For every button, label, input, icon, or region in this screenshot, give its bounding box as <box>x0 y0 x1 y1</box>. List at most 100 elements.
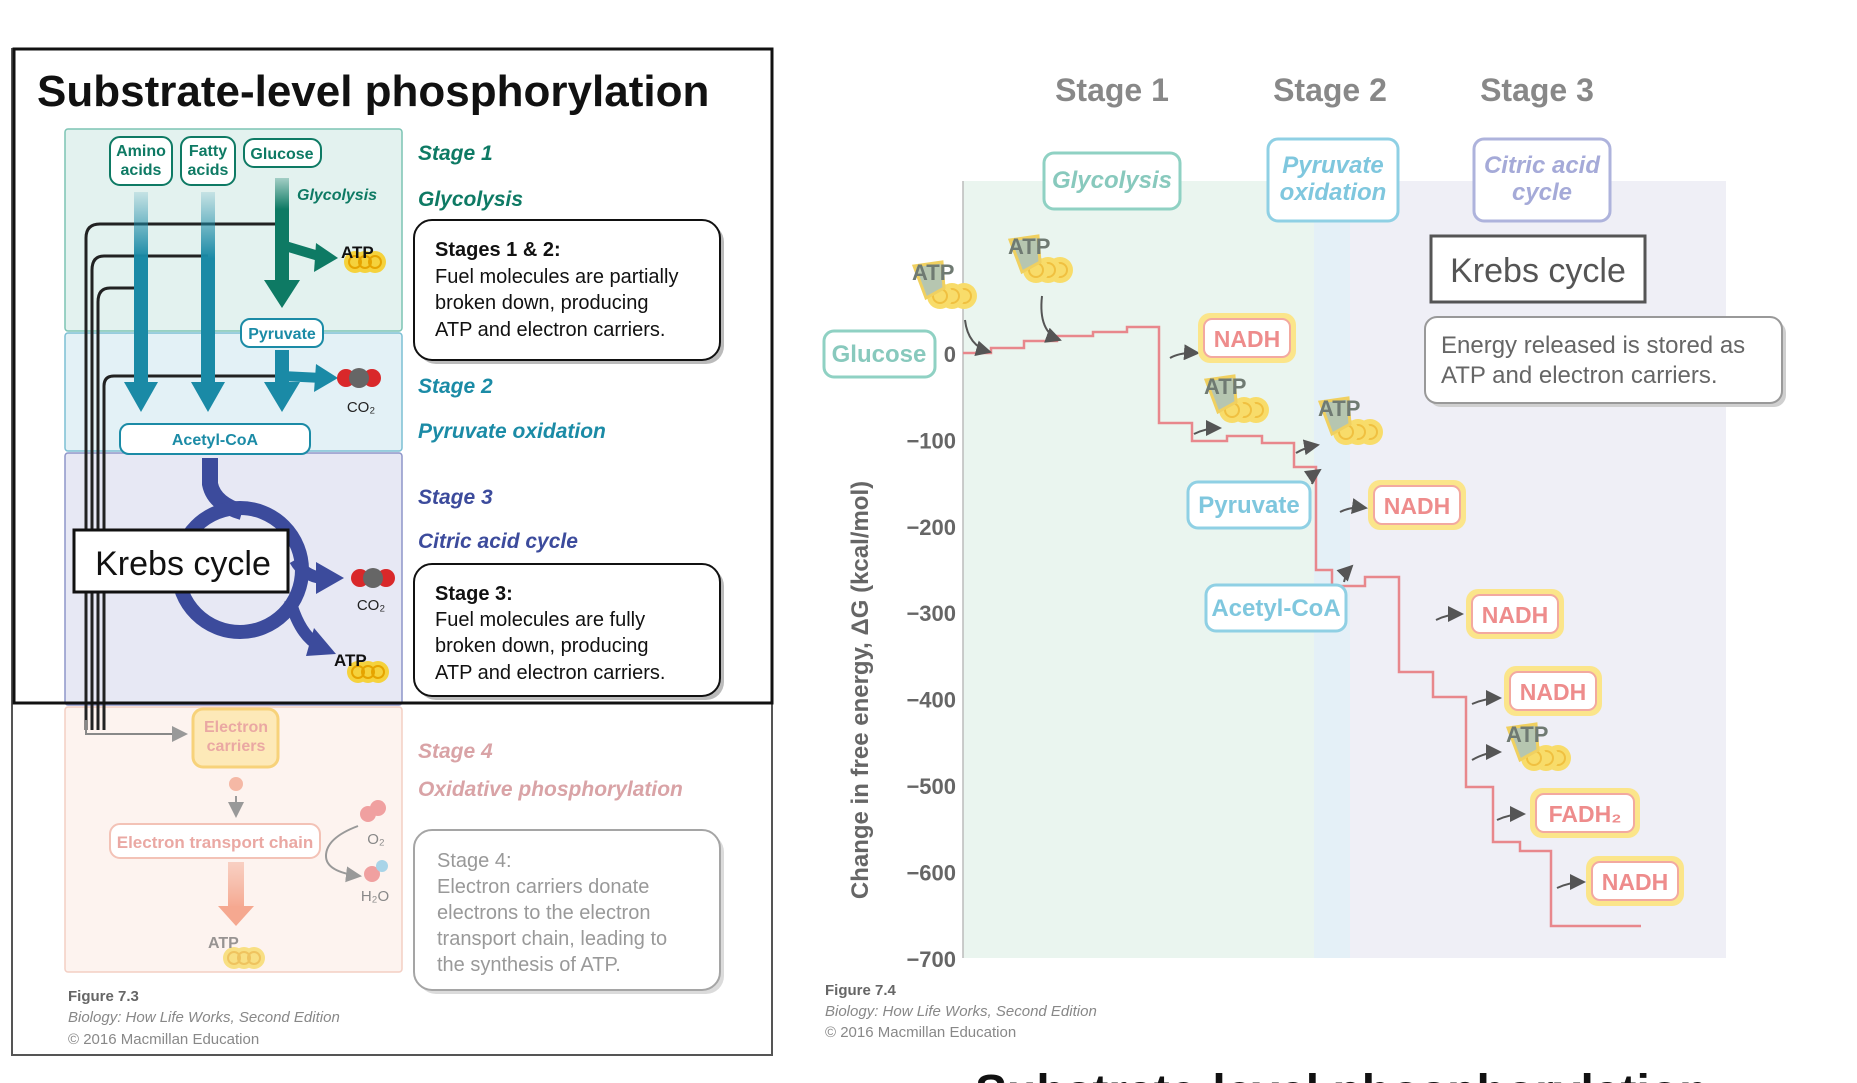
nadh-badge-2: NADH <box>1368 480 1466 530</box>
stage1-label: Stage 1 <box>418 142 493 165</box>
stage2-label: Stage 2 <box>418 375 493 398</box>
nadh-badge-1: NADH <box>1198 313 1296 363</box>
svg-text:transport chain, leading to: transport chain, leading to <box>437 928 667 950</box>
svg-text:the synthesis of ATP.: the synthesis of ATP. <box>437 954 621 976</box>
pyruvate-oxidation-box: Pyruvate oxidation <box>1266 137 1400 223</box>
svg-text:cycle: cycle <box>1512 179 1572 206</box>
stage3-header: Stage 3 <box>1480 72 1594 108</box>
svg-text:Fuel molecules are fully: Fuel molecules are fully <box>435 609 645 631</box>
atp-badge-4: ATP <box>1317 396 1383 445</box>
glycolysis-box: Glycolysis <box>1042 151 1182 211</box>
atp-icon-stage4: ATP <box>208 935 265 969</box>
atp-icon-stage3: ATP <box>334 651 389 683</box>
svg-text:Acetyl-CoA: Acetyl-CoA <box>1211 595 1340 622</box>
svg-text:© 2016 Macmillan Education: © 2016 Macmillan Education <box>825 1024 1016 1041</box>
return-lines <box>84 222 275 742</box>
fuel-fatty-acids: Fatty acids <box>180 136 236 186</box>
svg-text:Pyruvate: Pyruvate <box>1282 152 1383 179</box>
electron-dot <box>229 777 243 791</box>
atp-badge-1: ATP <box>911 260 977 309</box>
svg-text:acids: acids <box>188 162 229 179</box>
svg-text:NADH: NADH <box>1602 869 1668 895</box>
svg-text:ATP and electron carriers.: ATP and electron carriers. <box>435 662 665 684</box>
free-energy-staircase <box>963 325 1641 928</box>
svg-text:ATP: ATP <box>1318 396 1360 421</box>
svg-text:Stages 1 & 2:: Stages 1 & 2: <box>435 239 561 261</box>
glycolysis-region <box>963 181 1314 958</box>
svg-text:CO₂: CO₂ <box>357 597 386 614</box>
stage-labels: Stage 1 Glycolysis Stage 2 Pyruvate oxid… <box>418 142 683 801</box>
fuel-glucose: Glucose <box>243 138 322 168</box>
callout-stage-4: Stage 4: Electron carriers donate electr… <box>413 829 724 994</box>
svg-text:oxidation: oxidation <box>1280 179 1387 206</box>
svg-text:Amino: Amino <box>116 143 166 160</box>
caption-fig74: Figure 7.4 Biology: How Life Works, Seco… <box>825 982 1097 1041</box>
svg-text:Citric acid: Citric acid <box>1484 152 1601 179</box>
svg-text:Figure 7.4: Figure 7.4 <box>825 982 897 999</box>
y-tick-label: −200 <box>906 515 956 540</box>
oxygen-water-loop: O₂ H₂O <box>324 800 389 905</box>
y-tick-label: −100 <box>906 428 956 453</box>
etc-down-arrow <box>218 862 254 926</box>
svg-text:Electron transport chain: Electron transport chain <box>117 833 313 852</box>
caption-fig73: Figure 7.3 Biology: How Life Works, Seco… <box>68 988 340 1048</box>
y-tick-label: −600 <box>906 860 956 885</box>
y-tick-label: −700 <box>906 947 956 972</box>
substrate-level-highlight <box>12 47 774 705</box>
svg-text:NADH: NADH <box>1482 602 1548 628</box>
y-tick-label: −400 <box>906 688 956 713</box>
svg-text:Stage 3:: Stage 3: <box>435 583 513 605</box>
stage2-name: Pyruvate oxidation <box>418 420 606 443</box>
nadh-badge-3: NADH <box>1466 589 1564 639</box>
svg-text:CO₂: CO₂ <box>347 399 376 416</box>
annotation-arrows <box>964 295 1586 891</box>
svg-text:broken down, producing: broken down, producing <box>435 292 648 314</box>
pyruvate-box: Pyruvate <box>240 318 324 348</box>
svg-text:Electron carriers donate: Electron carriers donate <box>437 876 649 898</box>
y-axis-label: Change in free energy, ΔG (kcal/mol) <box>847 481 874 899</box>
krebs-cycle-label-box: Krebs cycle <box>72 528 290 594</box>
svg-text:Fatty: Fatty <box>189 143 227 160</box>
electron-carriers-box: Electron carriers <box>191 707 280 769</box>
svg-text:carriers: carriers <box>207 738 266 755</box>
atp-icon-stage1: ATP <box>341 243 386 273</box>
stage1-header: Stage 1 <box>1055 72 1169 108</box>
stage3-name: Citric acid cycle <box>418 530 578 553</box>
svg-text:Glucose: Glucose <box>250 146 313 163</box>
svg-text:Biology: How Life Works, Secon: Biology: How Life Works, Second Edition <box>68 1009 340 1026</box>
svg-text:NADH: NADH <box>1214 326 1280 352</box>
citric-acid-cycle-box: Citric acid cycle <box>1472 137 1612 223</box>
krebs-cycle-label-right: Krebs cycle <box>1429 234 1647 304</box>
stage2-header: Stage 2 <box>1273 72 1387 108</box>
y-tick-label: −300 <box>906 601 956 626</box>
svg-text:broken down, producing: broken down, producing <box>435 635 648 657</box>
glucose-box: Glucose <box>822 329 937 379</box>
callout-stage-3: Stage 3: Fuel molecules are fully broken… <box>413 563 724 700</box>
energy-note: Energy released is stored as ATP and ele… <box>1424 316 1786 407</box>
svg-text:Biology: How Life Works, Secon: Biology: How Life Works, Second Edition <box>825 1003 1097 1020</box>
svg-text:H₂O: H₂O <box>361 888 389 905</box>
atp-badge-3: ATP <box>1203 374 1269 423</box>
svg-text:electrons to the electron: electrons to the electron <box>437 902 650 924</box>
fuel-amino-acids: Amino acids <box>109 136 173 186</box>
stage4-name: Oxidative phosphorylation <box>418 778 683 801</box>
acetyl-coa-box: Acetyl-CoA <box>119 423 311 455</box>
svg-text:Krebs cycle: Krebs cycle <box>1450 252 1626 290</box>
svg-text:ATP: ATP <box>334 651 367 670</box>
svg-text:ATP: ATP <box>1204 374 1246 399</box>
co2-icon-stage2: CO₂ <box>337 368 381 416</box>
svg-text:Energy released is stored as: Energy released is stored as <box>1441 332 1745 359</box>
stage4-label: Stage 4 <box>418 740 493 763</box>
svg-text:Pyruvate: Pyruvate <box>248 326 316 343</box>
nadh-badge-4: NADH <box>1504 666 1602 716</box>
atp-badge-2: ATP <box>1007 234 1073 283</box>
svg-text:NADH: NADH <box>1520 679 1586 705</box>
svg-text:ATP and electron carriers.: ATP and electron carriers. <box>435 319 665 341</box>
svg-text:FADH₂: FADH₂ <box>1549 801 1622 827</box>
fadh2-badge: FADH₂ <box>1530 788 1640 838</box>
stage3-label: Stage 3 <box>418 486 493 509</box>
acetyl-coa-box-right: Acetyl-CoA <box>1204 583 1348 633</box>
svg-text:acids: acids <box>121 162 162 179</box>
